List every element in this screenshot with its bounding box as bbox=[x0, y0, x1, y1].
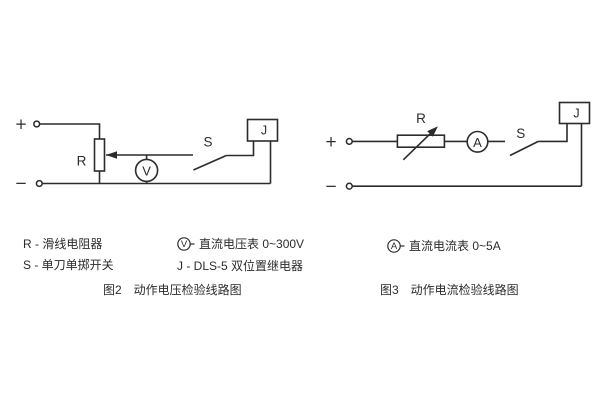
voltmeter-legend-icon: V bbox=[177, 237, 195, 251]
relay-box bbox=[246, 118, 279, 142]
switch-blade bbox=[509, 140, 539, 157]
switch-label: S bbox=[203, 135, 212, 150]
positive-terminal bbox=[33, 120, 41, 128]
negative-terminal bbox=[345, 182, 353, 190]
positive-feed-wire bbox=[39, 123, 101, 184]
rheostat-symbol bbox=[396, 134, 446, 148]
rheostat-label: R bbox=[77, 154, 87, 169]
figure2-caption: 图2 动作电压检验线路图 bbox=[103, 283, 242, 297]
ammeter-symbol bbox=[466, 130, 489, 153]
ammeter-letter: A bbox=[473, 135, 482, 150]
rheostat-arrowhead-icon bbox=[427, 126, 438, 137]
rheostat-label: R bbox=[416, 111, 426, 126]
voltmeter-symbol bbox=[134, 158, 159, 183]
plus-sign: + bbox=[325, 132, 338, 150]
legend-ammeter: A 直流电流表 0~5A bbox=[387, 239, 501, 253]
minus-sign: − bbox=[325, 177, 338, 195]
voltmeter-letter: V bbox=[142, 163, 151, 178]
svg-text:A: A bbox=[391, 241, 398, 252]
wiper-arrowhead-icon bbox=[106, 151, 117, 159]
legend-rheostat: R - 滑线电阻器 bbox=[23, 236, 103, 251]
minus-sign: − bbox=[15, 174, 28, 192]
legend-ammeter-text: 直流电流表 0~5A bbox=[409, 238, 501, 253]
legend-relay: J - DLS-5 双位置继电器 bbox=[177, 259, 304, 273]
voltage-test-circuit: + − R V S J bbox=[15, 115, 279, 192]
rheostat-symbol bbox=[93, 138, 106, 172]
switch-label: S bbox=[516, 126, 525, 141]
current-test-circuit: + − R A S J bbox=[325, 101, 591, 195]
switch-to-relay-wire bbox=[538, 123, 568, 143]
relay-letter: J bbox=[261, 124, 267, 138]
legend-voltmeter-text: 直流电压表 0~300V bbox=[199, 237, 305, 251]
switch-to-relay-wire bbox=[226, 141, 255, 157]
switch-blade bbox=[193, 154, 227, 171]
relay-letter: J bbox=[573, 107, 579, 121]
plus-sign: + bbox=[15, 115, 28, 133]
figure3-caption: 图3 动作电流检验线路图 bbox=[380, 283, 519, 297]
positive-terminal bbox=[345, 137, 353, 146]
ammeter-legend-icon: A bbox=[387, 238, 405, 253]
legend-voltmeter: V 直流电压表 0~300V bbox=[177, 237, 304, 251]
relay-box bbox=[558, 101, 591, 125]
negative-terminal bbox=[35, 179, 43, 188]
svg-text:V: V bbox=[181, 239, 188, 250]
legend-switch: S - 单刀单掷开关 bbox=[23, 258, 114, 272]
rheostat-arrow-shaft bbox=[402, 133, 431, 161]
